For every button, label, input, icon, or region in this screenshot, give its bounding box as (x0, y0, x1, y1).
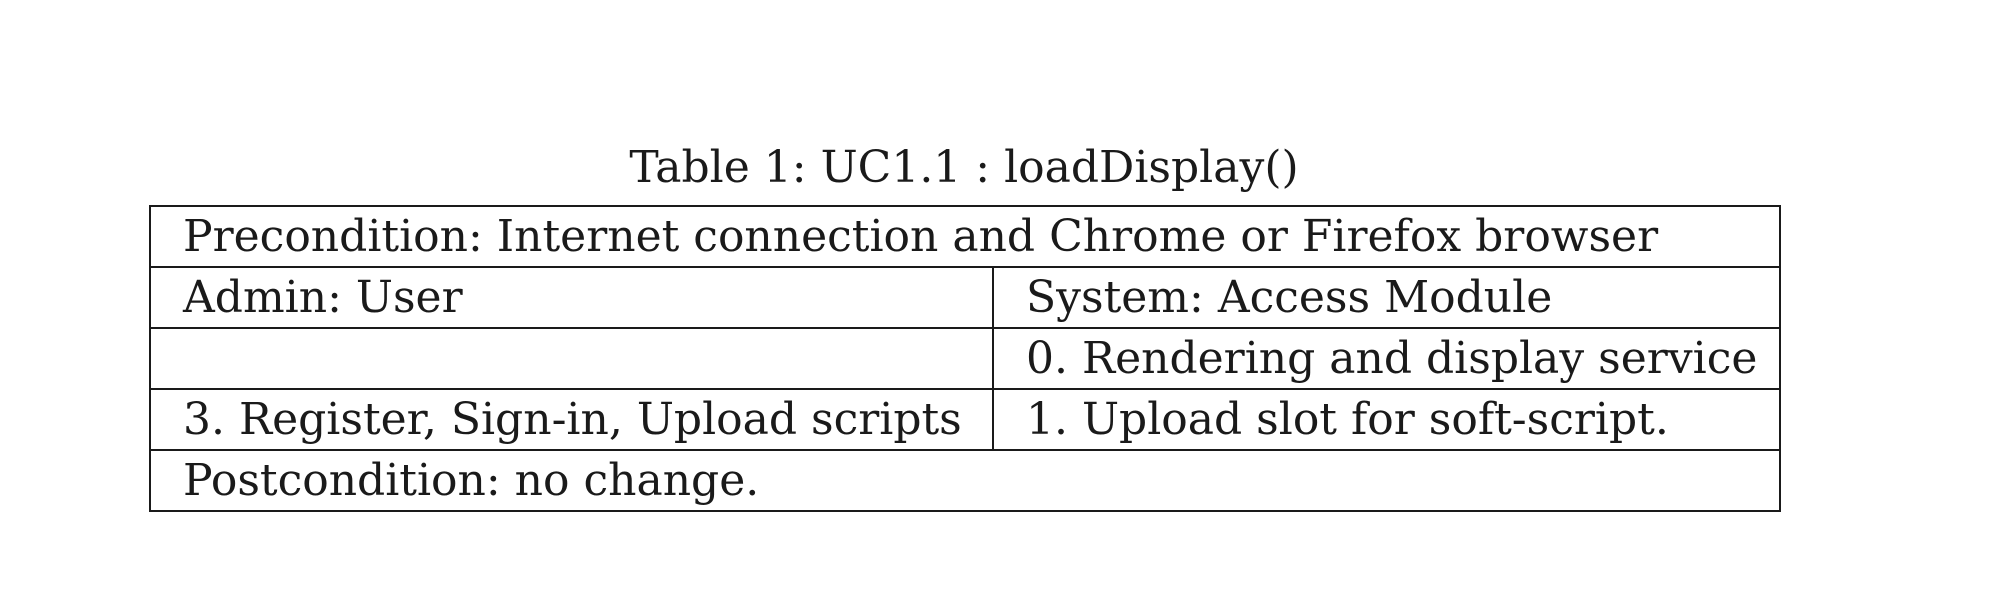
system-step-cell: 0. Rendering and display service (992, 327, 1781, 390)
table-caption: Table 1: UC1.1 : loadDisplay() (629, 142, 1299, 193)
table-row: 0. Rendering and display service (149, 327, 1781, 390)
precondition-row: Precondition: Internet connection and Ch… (149, 205, 1781, 268)
postcondition-cell: Postcondition: no change. (149, 449, 1781, 512)
use-case-table: Precondition: Internet connection and Ch… (149, 205, 1781, 512)
precondition-cell: Precondition: Internet connection and Ch… (149, 205, 1781, 268)
admin-step-cell: 3. Register, Sign-in, Upload scripts (149, 388, 994, 451)
postcondition-row: Postcondition: no change. (149, 449, 1781, 512)
system-header-cell: System: Access Module (992, 266, 1781, 329)
admin-step-cell (149, 327, 994, 390)
system-step-cell: 1. Upload slot for soft-script. (992, 388, 1781, 451)
table-row: 3. Register, Sign-in, Upload scripts 1. … (149, 388, 1781, 451)
actor-header-row: Admin: User System: Access Module (149, 266, 1781, 329)
admin-header-cell: Admin: User (149, 266, 994, 329)
